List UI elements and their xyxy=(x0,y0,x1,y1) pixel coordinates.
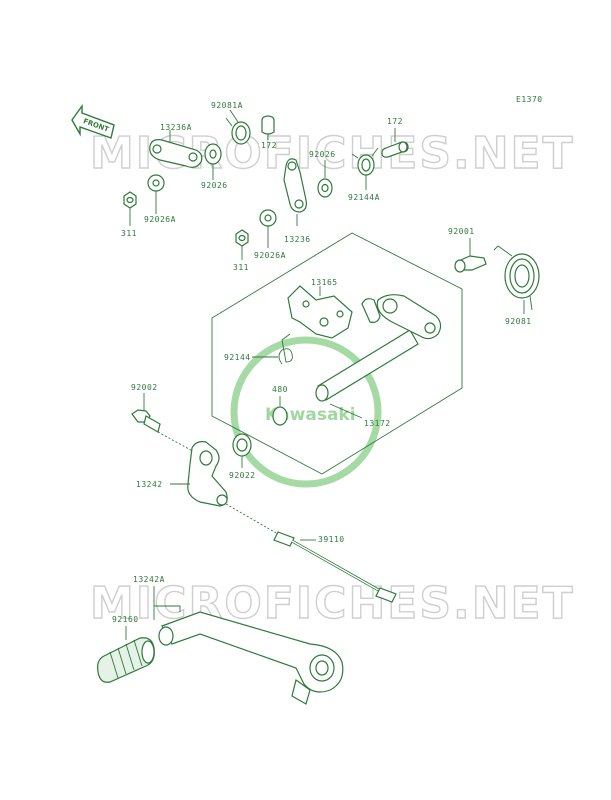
bolt-92002-shape xyxy=(131,409,161,433)
arm-13236-shape xyxy=(283,158,307,213)
shaft-13172-shape xyxy=(315,294,442,402)
nut-311-right-shape xyxy=(235,229,249,247)
label-172-right: 172 xyxy=(387,117,403,126)
label-92026-right: 92026 xyxy=(309,150,336,159)
pin-172-right-shape xyxy=(381,141,409,158)
watermark-bottom: MICROFICHES.NET xyxy=(90,578,575,629)
kawasaki-logo: Kawasaki xyxy=(230,336,382,488)
pin-172-left-shape xyxy=(261,115,275,135)
label-92081A: 92081A xyxy=(211,101,243,110)
washer-92026-right-shape xyxy=(317,178,333,198)
washer-92026A-right-shape xyxy=(259,209,277,227)
label-172-left: 172 xyxy=(261,141,277,150)
label-92160: 92160 xyxy=(112,615,139,624)
label-13236A: 13236A xyxy=(160,123,192,132)
front-arrow-icon: FRONT xyxy=(71,103,115,139)
washer-92026-left-shape xyxy=(204,143,222,165)
nut-311-left-shape xyxy=(123,191,137,209)
label-311-left: 311 xyxy=(121,229,137,238)
label-480: 480 xyxy=(272,385,288,394)
label-39110: 39110 xyxy=(318,535,345,544)
bolt-92001-shape xyxy=(454,255,487,273)
label-92144A: 92144A xyxy=(348,193,380,202)
label-13236: 13236 xyxy=(284,235,311,244)
spring-92081-shape xyxy=(493,245,540,311)
arm-13236A-shape xyxy=(149,139,203,168)
label-13172: 13172 xyxy=(364,419,391,428)
washer-92022-shape xyxy=(232,433,252,457)
label-92026A-left: 92026A xyxy=(144,215,176,224)
washer-92026A-left-shape xyxy=(147,174,165,192)
label-92081: 92081 xyxy=(505,317,532,326)
label-92144: 92144 xyxy=(224,353,251,362)
circlip-480-shape xyxy=(272,406,288,426)
label-13165: 13165 xyxy=(311,278,338,287)
label-13242A: 13242A xyxy=(133,575,165,584)
plate-13165-shape xyxy=(287,285,353,339)
label-92002: 92002 xyxy=(131,383,158,392)
label-13242: 13242 xyxy=(136,480,163,489)
label-92026A-right: 92026A xyxy=(254,251,286,260)
logo-text: Kawasaki xyxy=(265,405,356,425)
rubber-92160-shape xyxy=(97,637,155,683)
rod-39110-shape xyxy=(273,531,397,603)
spring-92144-shape xyxy=(278,333,293,365)
pedal-13242A-shape xyxy=(158,611,344,705)
spring-92144A-shape xyxy=(351,147,379,176)
spring-92081A-shape xyxy=(225,117,251,145)
label-92026-left: 92026 xyxy=(201,181,228,190)
label-92001: 92001 xyxy=(448,227,475,236)
shaft-assembly-box xyxy=(211,232,463,475)
label-92022: 92022 xyxy=(229,471,256,480)
lever-13242-shape xyxy=(187,441,228,507)
diagram-code: E1370 xyxy=(516,95,543,104)
label-311-right: 311 xyxy=(233,263,249,272)
